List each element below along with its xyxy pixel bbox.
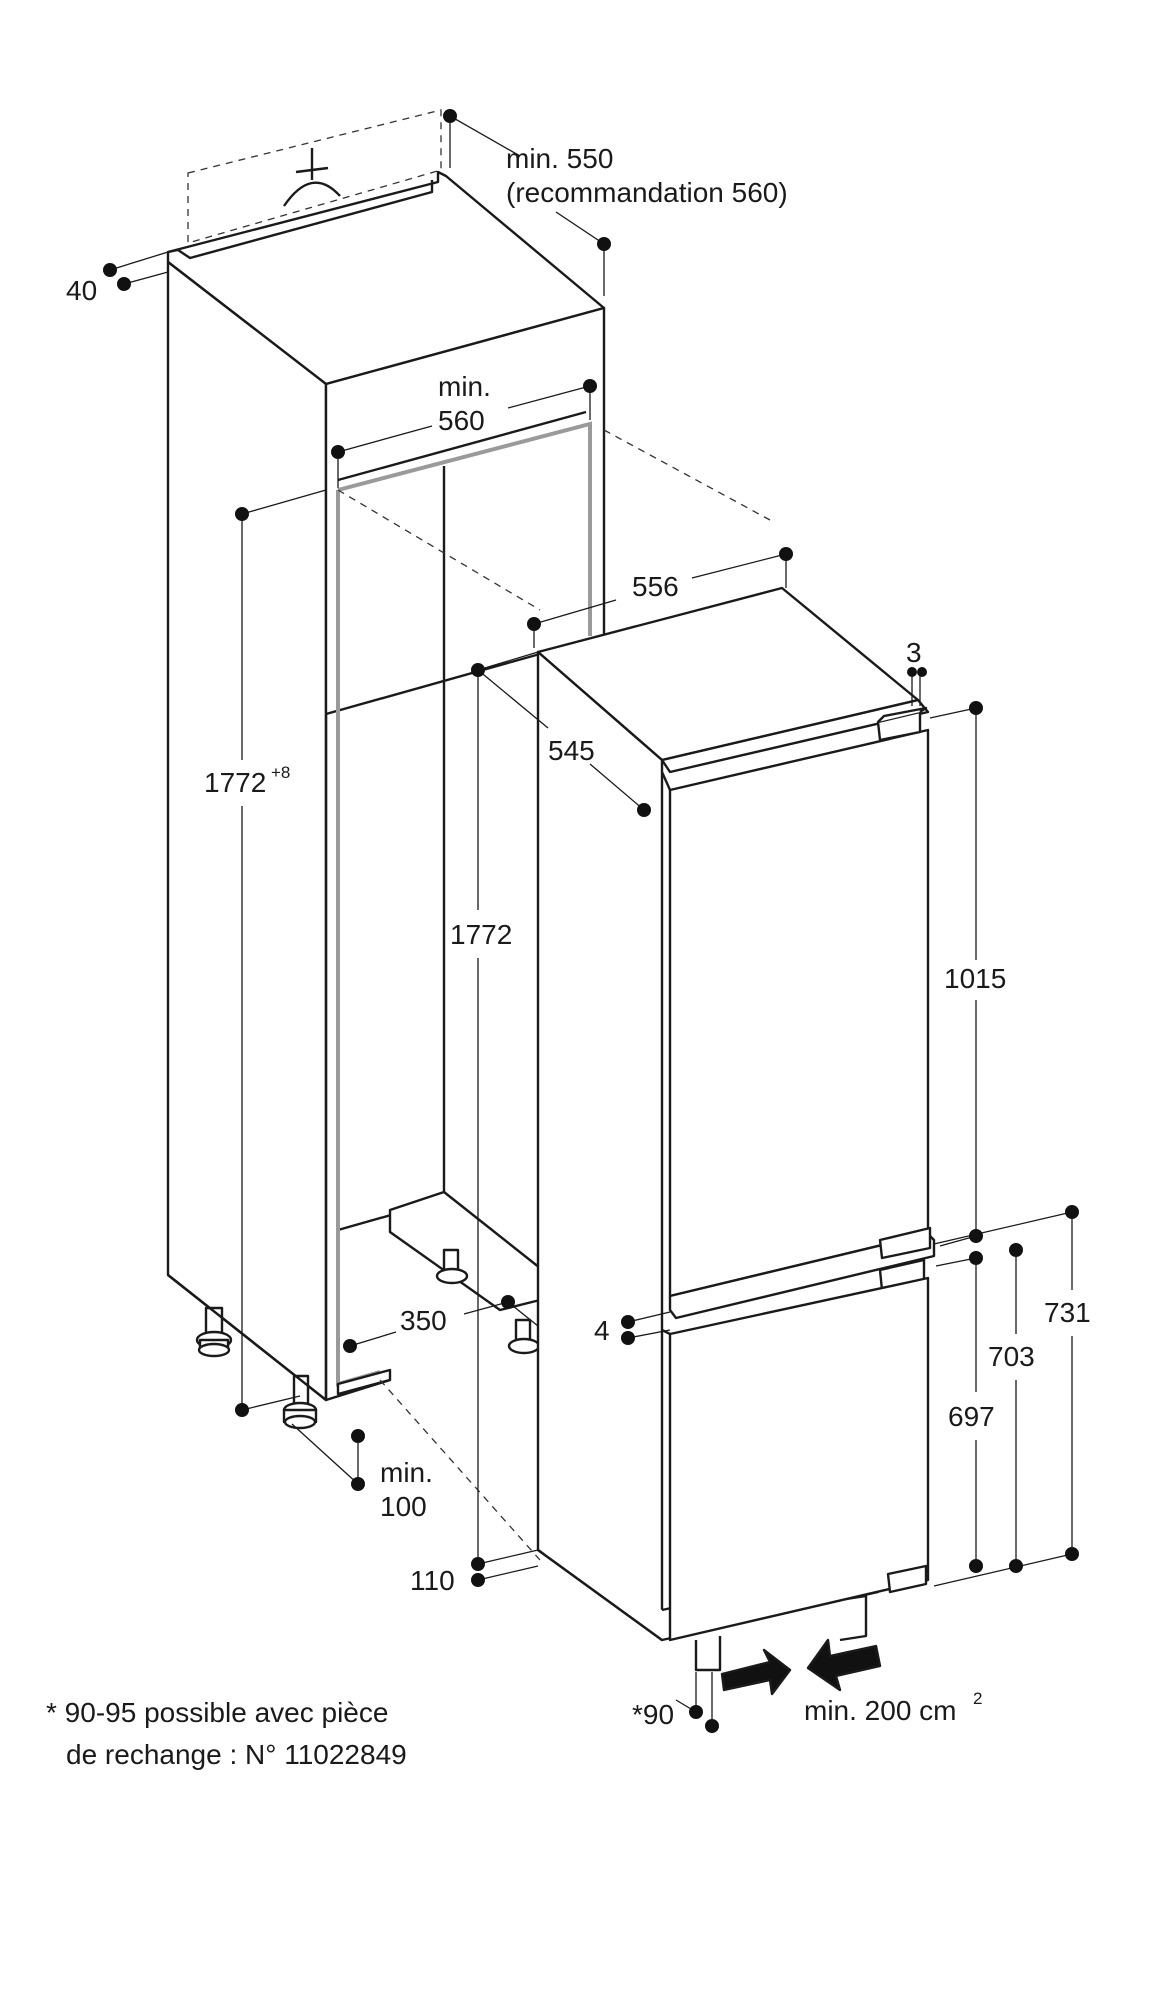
label-min-560-a: min. xyxy=(438,371,491,402)
label-vent-area-sup: 2 xyxy=(973,1689,982,1708)
appliance-side xyxy=(536,650,664,1642)
cabinet xyxy=(166,109,606,1430)
dimension-labels: min. 550 (recommandation 560) 40 min. 56… xyxy=(66,143,1091,1730)
appliance xyxy=(536,586,936,1672)
footnote: * 90-95 possible avec pièce de rechange … xyxy=(46,1697,407,1770)
label-350: 350 xyxy=(400,1305,447,1336)
label-1772-plus: 1772 xyxy=(204,767,266,798)
label-vent-area: min. 200 cm xyxy=(804,1695,957,1726)
cabinet-front xyxy=(325,306,606,716)
footnote-line-1: * 90-95 possible avec pièce xyxy=(46,1697,388,1728)
label-1772-plus-sup: +8 xyxy=(271,763,290,782)
label-4: 4 xyxy=(594,1315,610,1346)
cabinet-side xyxy=(166,260,328,1402)
footnote-line-2: de rechange : N° 11022849 xyxy=(66,1739,407,1770)
top-vent-outline xyxy=(187,109,442,244)
upper-door xyxy=(668,728,930,1298)
label-545: 545 xyxy=(548,735,595,766)
ventilation-arrows xyxy=(720,1638,882,1696)
dimension-lines xyxy=(109,115,1073,1726)
power-outlet-icon xyxy=(283,148,341,207)
label-731: 731 xyxy=(1044,1297,1091,1328)
label-556: 556 xyxy=(632,571,679,602)
lower-door xyxy=(668,1276,930,1642)
label-min-100-b: 100 xyxy=(380,1491,427,1522)
label-697: 697 xyxy=(948,1401,995,1432)
label-90: *90 xyxy=(632,1699,674,1730)
cabinet-feet xyxy=(195,1248,541,1430)
label-1772: 1772 xyxy=(450,919,512,950)
label-3: 3 xyxy=(906,637,922,668)
label-1015: 1015 xyxy=(944,963,1006,994)
label-110: 110 xyxy=(410,1565,455,1596)
label-40: 40 xyxy=(66,275,97,306)
dimension-dots xyxy=(103,109,1079,1733)
label-min-560-b: 560 xyxy=(438,405,485,436)
label-min-550: min. 550 xyxy=(506,143,613,174)
label-recommandation-560: (recommandation 560) xyxy=(506,177,788,208)
label-min-100-a: min. xyxy=(380,1457,433,1488)
label-703: 703 xyxy=(988,1341,1035,1372)
